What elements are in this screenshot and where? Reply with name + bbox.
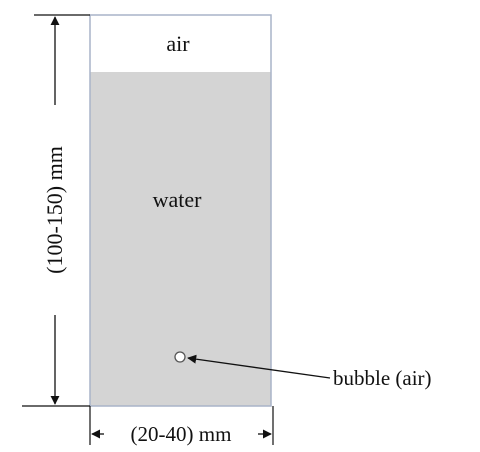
water-label: water [153, 187, 203, 212]
bubble-label: bubble (air) [333, 366, 432, 390]
water-region [90, 72, 271, 406]
width-label: (20-40) mm [131, 422, 232, 446]
column-container [89, 14, 272, 407]
air-label: air [166, 31, 190, 56]
height-label: (100-150) mm [42, 146, 67, 274]
bubble-marker [174, 351, 186, 363]
bubble-pointer-arrow [187, 354, 331, 379]
